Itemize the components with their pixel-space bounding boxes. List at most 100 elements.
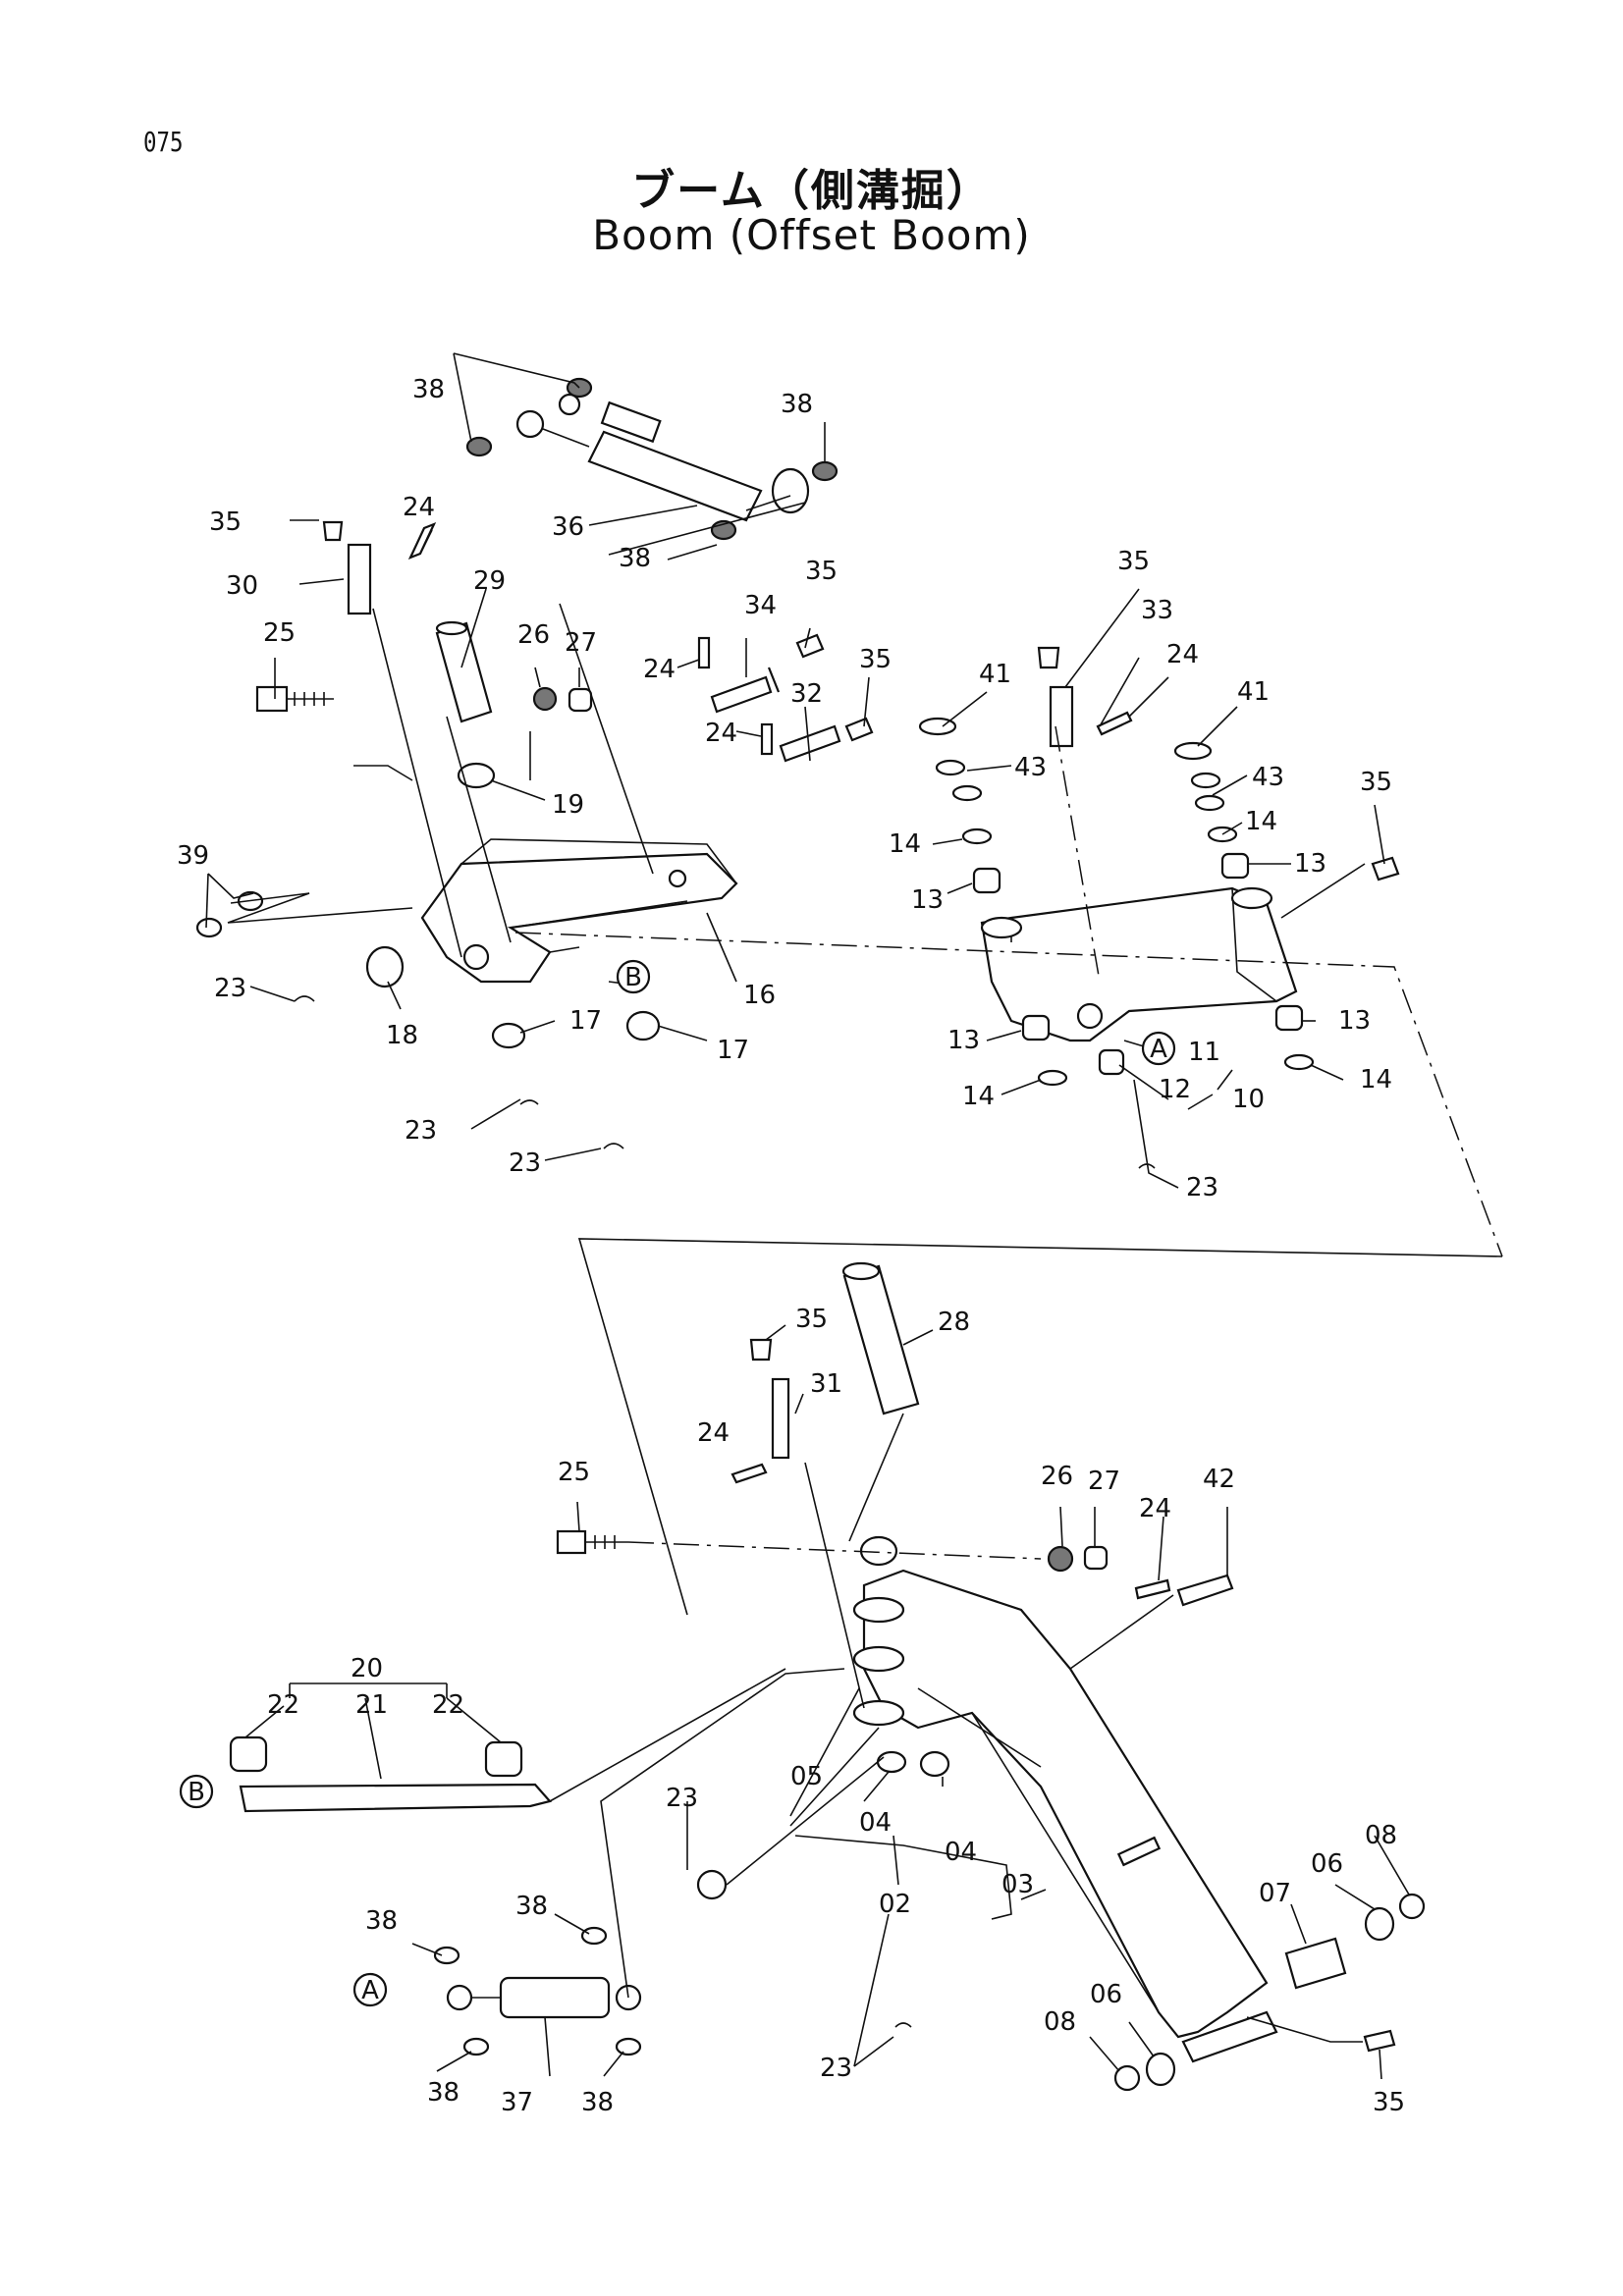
washer-14a [961, 828, 993, 845]
bushing-13b [1220, 852, 1250, 880]
spring-pin-24d [1096, 711, 1133, 736]
callout-24: 24 [697, 1418, 730, 1448]
bushing-12 [1098, 1048, 1125, 1076]
callout-23: 23 [666, 1784, 698, 1813]
cylinder-36 [515, 393, 810, 522]
callout-24: 24 [1166, 640, 1199, 669]
pin-07 [1284, 1937, 1347, 1990]
snap-ring-23f [894, 2022, 912, 2028]
callout-35: 35 [209, 507, 242, 537]
bushing-17b [625, 1010, 661, 1041]
washer-38c [811, 460, 839, 482]
callout-38: 38 [365, 1906, 398, 1936]
pin-32 [779, 724, 841, 763]
page-title-japanese: ブーム（側溝掘） [631, 166, 992, 216]
callout-23: 23 [509, 1148, 541, 1178]
bracket-11 [980, 886, 1298, 1042]
spring-pin-24c [760, 722, 774, 756]
callout-35: 35 [1360, 768, 1392, 797]
spring-pin-24b [697, 636, 711, 669]
callout-17: 17 [717, 1036, 749, 1065]
washer-38f [580, 1926, 608, 1946]
callout-24: 24 [403, 493, 435, 522]
page-title-english: Boom (Offset Boom) [592, 211, 1031, 259]
shim-43b [951, 784, 983, 802]
bushing-22a [229, 1735, 268, 1773]
callout-07: 07 [1259, 1879, 1291, 1908]
boom-03 [852, 1569, 1278, 2063]
callout-38: 38 [427, 2078, 460, 2108]
callout-42: 42 [1203, 1465, 1235, 1494]
callout-35: 35 [859, 645, 892, 674]
callout-43: 43 [1252, 763, 1284, 792]
callout-35: 35 [805, 557, 838, 586]
callout-24: 24 [643, 655, 676, 684]
callout-11: 11 [1188, 1038, 1220, 1067]
bushing-04a [876, 1750, 907, 1774]
callout-26: 26 [1041, 1462, 1073, 1491]
shim-43a [935, 759, 966, 776]
callout-43: 43 [1014, 753, 1047, 782]
bushing-boom [859, 1535, 898, 1567]
callout-08: 08 [1365, 1821, 1397, 1850]
bushing-06a [1364, 1906, 1395, 1942]
callout-31: 31 [810, 1369, 842, 1399]
washer-38e [433, 1946, 460, 1965]
reference-marker-a-bottom: A [352, 1972, 388, 2007]
svg-text:A: A [1150, 1035, 1167, 1064]
callout-06: 06 [1311, 1849, 1343, 1879]
washer-38g [462, 2037, 490, 2056]
callout-35: 35 [795, 1305, 828, 1334]
callout-13: 13 [947, 1026, 980, 1055]
grease-fitting-35b [795, 633, 825, 659]
bushing-22b [484, 1740, 523, 1778]
callout-38: 38 [581, 2088, 614, 2117]
callout-03: 03 [1001, 1870, 1034, 1899]
washer-14d [1283, 1053, 1315, 1071]
pin-34 [710, 675, 773, 714]
cylinder-37 [446, 1976, 642, 2019]
shim-43c [1190, 772, 1221, 789]
bushing-13c [1021, 1014, 1051, 1041]
grease-fitting-35f [749, 1338, 773, 1362]
callout-29: 29 [473, 566, 506, 596]
callout-24: 24 [1139, 1494, 1171, 1523]
pin-33 [1049, 685, 1074, 748]
callout-17: 17 [569, 1006, 602, 1036]
callout-23: 23 [1186, 1173, 1218, 1202]
pin-28 [842, 1264, 920, 1415]
callout-04: 04 [945, 1838, 977, 1867]
callout-14: 14 [962, 1082, 995, 1111]
pin-42 [1176, 1574, 1234, 1607]
callout-25: 25 [263, 618, 296, 648]
callout-23: 23 [820, 2054, 852, 2083]
bolt-25b [556, 1529, 628, 1555]
callout-26: 26 [517, 620, 550, 650]
svg-text:B: B [188, 1778, 205, 1807]
callout-06: 06 [1090, 1980, 1122, 2009]
callout-37: 37 [501, 2088, 533, 2117]
callout-38: 38 [515, 1892, 548, 1921]
callout-14: 14 [889, 829, 921, 859]
callout-41: 41 [979, 660, 1011, 689]
callout-38: 38 [781, 390, 813, 419]
spring-pin-24e [730, 1463, 768, 1484]
callout-34: 34 [744, 591, 777, 620]
bushing-13d [1274, 1004, 1304, 1032]
callout-16: 16 [743, 981, 776, 1010]
callout-35: 35 [1373, 2088, 1405, 2117]
reference-marker-b-bottom: B [179, 1774, 214, 1809]
bolt-25a [255, 685, 334, 713]
bushing-13a [972, 867, 1001, 894]
link-21 [229, 1735, 553, 1813]
callout-05: 05 [790, 1762, 823, 1791]
callout-35: 35 [1117, 547, 1150, 576]
svg-text:A: A [361, 1976, 379, 2005]
bushing-19 [457, 762, 496, 789]
pin-31 [771, 1377, 790, 1460]
washer-08a [1398, 1893, 1426, 1920]
nut-26b [1047, 1545, 1074, 1573]
callout-32: 32 [790, 679, 823, 709]
callout-27: 27 [1088, 1467, 1120, 1496]
